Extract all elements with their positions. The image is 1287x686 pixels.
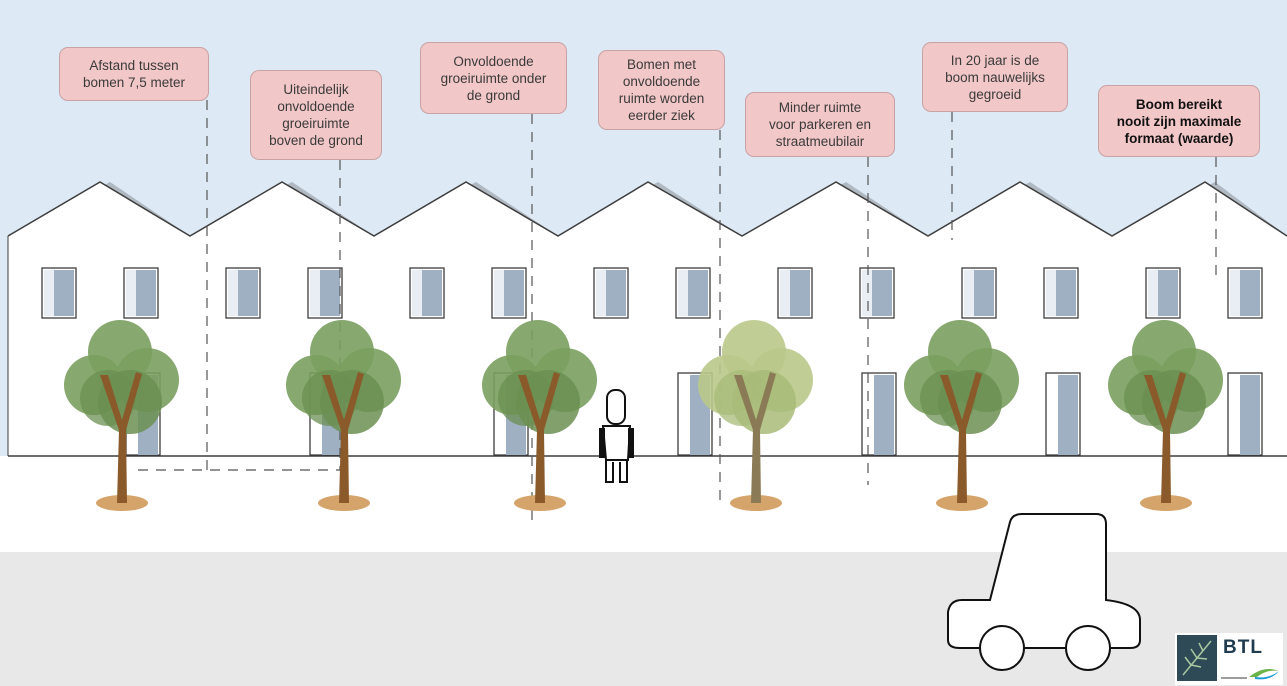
window bbox=[491, 267, 527, 319]
trunk bbox=[1144, 372, 1186, 503]
window-glass bbox=[1156, 270, 1178, 316]
window-glass-light bbox=[310, 270, 320, 316]
person-body bbox=[601, 425, 632, 461]
window bbox=[777, 267, 813, 319]
foliage bbox=[88, 320, 152, 384]
window-glass-light bbox=[964, 270, 974, 316]
window-glass-light bbox=[678, 270, 688, 316]
door-glass bbox=[1058, 375, 1078, 455]
window-glass bbox=[972, 270, 994, 316]
window-glass-light bbox=[596, 270, 606, 316]
car-body bbox=[947, 513, 1141, 649]
tree-icon bbox=[1108, 320, 1223, 511]
window-glass bbox=[502, 270, 524, 316]
trunk bbox=[518, 372, 560, 503]
callout-max-size: Boom bereikt nooit zijn maximale formaat… bbox=[1098, 85, 1260, 157]
window-glass bbox=[686, 270, 708, 316]
btl-logo: BTL bbox=[1175, 633, 1283, 685]
door bbox=[1045, 372, 1081, 456]
window-glass-light bbox=[862, 270, 872, 316]
door-glass bbox=[1240, 375, 1260, 455]
trunk bbox=[322, 372, 364, 503]
foliage bbox=[1132, 320, 1196, 384]
callout-tree-distance: Afstand tussen bomen 7,5 meter bbox=[59, 47, 209, 101]
window bbox=[225, 267, 261, 319]
person-legs bbox=[605, 460, 628, 483]
window-glass bbox=[134, 270, 156, 316]
window-glass-light bbox=[1230, 270, 1240, 316]
callout-20-years: In 20 jaar is de boom nauwelijks gegroei… bbox=[922, 42, 1068, 112]
door bbox=[861, 372, 897, 456]
person-arm bbox=[599, 428, 605, 458]
car-wheel bbox=[979, 625, 1025, 671]
door bbox=[1227, 372, 1263, 456]
trunk bbox=[100, 372, 142, 503]
window-glass-light bbox=[126, 270, 136, 316]
window-glass bbox=[318, 270, 340, 316]
window-glass-light bbox=[1046, 270, 1056, 316]
window-glass bbox=[870, 270, 892, 316]
window-glass-light bbox=[44, 270, 54, 316]
callout-growth-space-below: Onvoldoende groeiruimte onder de grond bbox=[420, 42, 567, 114]
person-icon bbox=[599, 389, 634, 483]
callout-trees-sick: Bomen met onvoldoende ruimte worden eerd… bbox=[598, 50, 725, 130]
window bbox=[41, 267, 77, 319]
window bbox=[409, 267, 445, 319]
window-glass bbox=[604, 270, 626, 316]
callout-growth-space-above: Uiteindelijk onvoldoende groeiruimte bov… bbox=[250, 70, 382, 160]
window bbox=[307, 267, 343, 319]
car-icon bbox=[947, 513, 1141, 671]
person-head bbox=[606, 389, 626, 425]
foliage bbox=[928, 320, 992, 384]
window bbox=[1145, 267, 1181, 319]
tree-icon bbox=[286, 320, 401, 511]
window bbox=[123, 267, 159, 319]
tree-icon bbox=[698, 320, 813, 511]
swoosh-icon bbox=[1221, 669, 1279, 680]
window-glass-light bbox=[780, 270, 790, 316]
window-glass-light bbox=[494, 270, 504, 316]
window bbox=[961, 267, 997, 319]
window-glass bbox=[52, 270, 74, 316]
window bbox=[1227, 267, 1263, 319]
window-glass bbox=[236, 270, 258, 316]
window-glass-light bbox=[1148, 270, 1158, 316]
car-wheel bbox=[1065, 625, 1111, 671]
window-glass-light bbox=[228, 270, 238, 316]
callout-parking-space: Minder ruimte voor parkeren en straatmeu… bbox=[745, 92, 895, 157]
window-glass bbox=[1238, 270, 1260, 316]
tree-icon bbox=[64, 320, 179, 511]
foliage bbox=[722, 320, 786, 384]
foliage bbox=[506, 320, 570, 384]
window-glass bbox=[788, 270, 810, 316]
window bbox=[1043, 267, 1079, 319]
leaf-icon bbox=[1177, 635, 1217, 681]
trunk bbox=[940, 372, 982, 503]
window-glass bbox=[420, 270, 442, 316]
door-glass bbox=[874, 375, 894, 455]
window-glass bbox=[1054, 270, 1076, 316]
window bbox=[859, 267, 895, 319]
window bbox=[675, 267, 711, 319]
tree-icon bbox=[482, 320, 597, 511]
tree-icon bbox=[904, 320, 1019, 511]
foliage bbox=[310, 320, 374, 384]
person-arm bbox=[628, 428, 634, 458]
roofline bbox=[7, 181, 1287, 237]
window bbox=[593, 267, 629, 319]
window-glass-light bbox=[412, 270, 422, 316]
trunk bbox=[734, 372, 776, 503]
logo-text: BTL bbox=[1223, 637, 1263, 658]
